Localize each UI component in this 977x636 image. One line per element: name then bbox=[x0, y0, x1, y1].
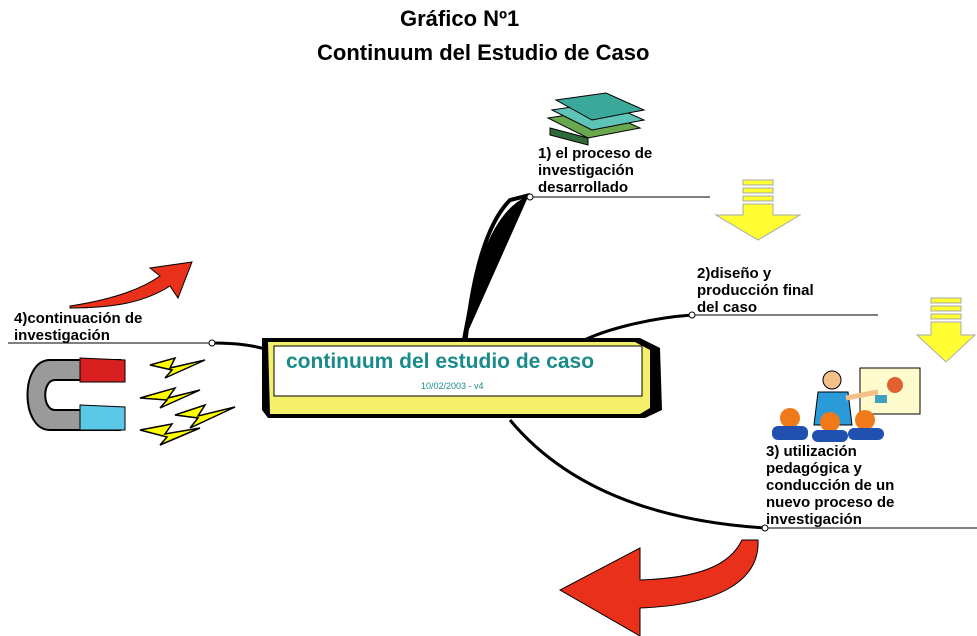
chart-subtitle: Continuum del Estudio de Caso bbox=[317, 40, 650, 65]
lightning-icon bbox=[139, 356, 236, 446]
curved-arrow-icon bbox=[558, 539, 759, 636]
branch-3-curve bbox=[508, 419, 766, 530]
curved-arrow-icon bbox=[69, 261, 193, 309]
branch-2-label: 2)diseño y producción final del caso bbox=[697, 265, 814, 316]
branch-4-label: 4)continuación de investigación bbox=[14, 310, 143, 344]
center-node-date: 10/02/2003 - v4 bbox=[421, 381, 484, 391]
center-node-title: continuum del estudio de caso bbox=[286, 350, 595, 373]
magnet-icon bbox=[26, 357, 126, 431]
books-icon bbox=[546, 92, 646, 146]
branch-1-label: 1) el proceso de investigación desarroll… bbox=[538, 145, 653, 196]
branch-3-label: 3) utilización pedagógica y conducción d… bbox=[766, 443, 895, 528]
branch-1-curve bbox=[463, 193, 531, 346]
down-arrow-icon bbox=[714, 179, 802, 241]
down-arrow-icon bbox=[915, 297, 977, 363]
chart-title: Gráfico Nº1 bbox=[400, 6, 520, 31]
presenter-icon bbox=[772, 367, 921, 442]
center-node bbox=[262, 338, 662, 418]
